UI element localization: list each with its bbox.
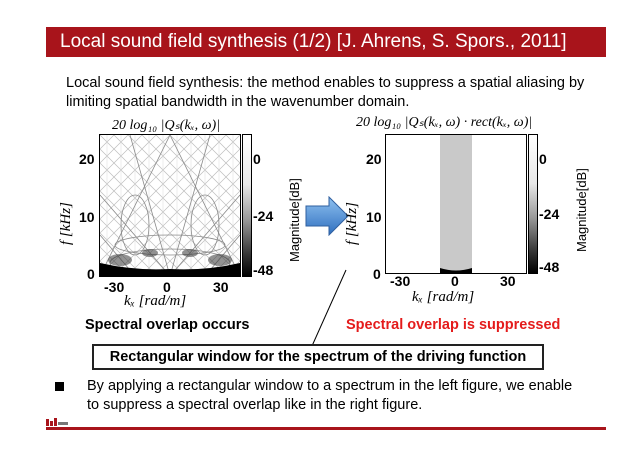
left-x-tick-neg30: -30 [104,279,125,295]
right-x-tick-neg30: -30 [390,273,411,289]
callout-box: Rectangular window for the spectrum of t… [92,344,544,370]
left-cbar-label: Magnitude[dB] [287,178,302,262]
right-y-tick-0: 0 [373,266,381,282]
left-x-tick-0: 0 [163,279,171,295]
right-x-tick-0: 0 [451,273,459,289]
right-heatmap-svg [440,135,472,273]
right-x-label: kₓ [rad/m] [412,289,475,305]
right-y-tick-20: 20 [366,151,382,167]
left-colorbar [242,134,252,277]
left-plot-title: 20 log₁₀ |Qₛ(kₓ, ω)| [112,118,221,133]
right-y-label: f [kHz] [344,202,360,245]
callout-pointer [311,269,347,347]
right-x-tick-30: 30 [500,273,516,289]
left-cbar-tick-48: -48 [253,262,274,278]
left-heatmap [99,134,241,277]
right-colorbar [528,134,538,274]
caption-right: Spectral overlap is suppressed [346,317,561,333]
left-y-tick-10: 10 [79,209,95,225]
intro-text: Local sound field synthesis: the method … [66,75,585,110]
left-y-tick-0: 0 [87,266,95,282]
footer-line [46,427,606,430]
left-x-label: kₓ [rad/m] [124,293,187,309]
right-y-tick-10: 10 [366,209,382,225]
slide-title: Local sound field synthesis (1/2) [J. Ah… [60,31,567,52]
bullet-text: By applying a rectangular window to a sp… [87,378,573,413]
left-heatmap-svg [100,135,240,276]
caption-left: Spectral overlap occurs [85,317,250,333]
footer-logo-icon [46,418,68,426]
left-x-tick-30: 30 [213,279,229,295]
bullet-square-icon [55,382,64,391]
right-cbar-tick-24: -24 [539,206,560,222]
right-plot-title: 20 log₁₀ |Qₛ(kₓ, ω) · rect(kₓ, ω)| [356,115,533,130]
left-y-tick-20: 20 [79,151,95,167]
title-bar [46,27,606,57]
right-cbar-tick-48: -48 [539,259,560,275]
right-heatmap [385,134,527,274]
left-cbar-tick-24: -24 [253,208,274,224]
right-arrow-icon [305,196,349,236]
right-cbar-label: Magnitude[dB] [574,168,589,252]
left-y-label: f [kHz] [58,202,74,245]
right-cbar-tick-0: 0 [539,151,547,167]
left-cbar-tick-0: 0 [253,151,261,167]
